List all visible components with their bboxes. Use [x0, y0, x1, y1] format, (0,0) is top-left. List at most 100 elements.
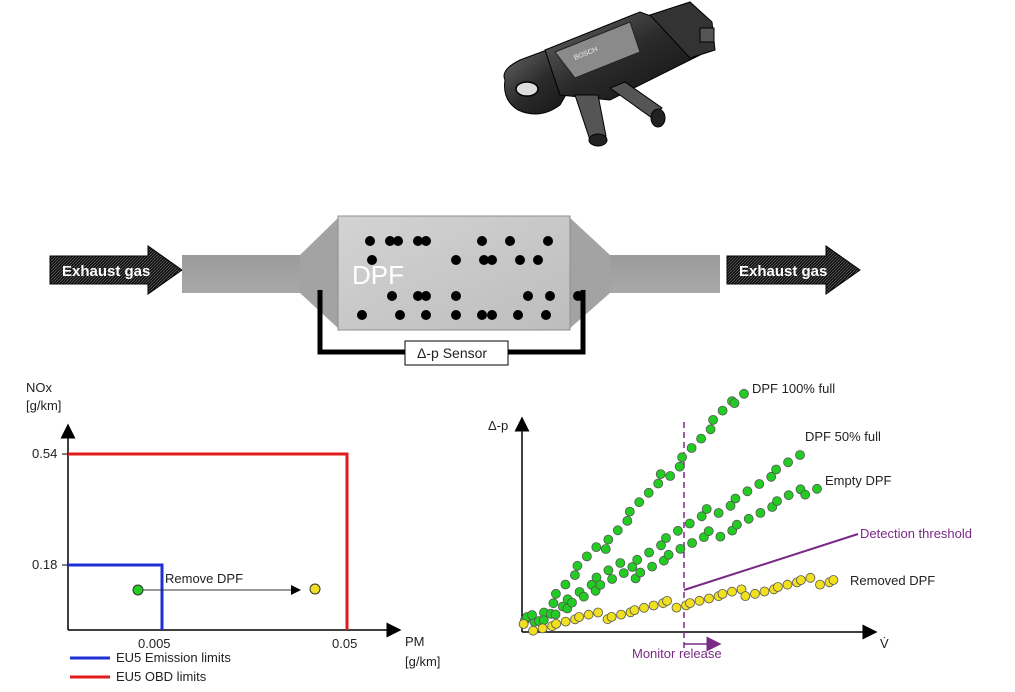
- scatter-point-removed: [750, 588, 760, 599]
- scatter-point-100-full: [600, 544, 611, 554]
- sensor-tubing: [317, 290, 586, 355]
- dp-axis-label: Δ-p: [488, 418, 508, 433]
- scatter-point-50-full: [615, 558, 626, 568]
- soot-particle: [451, 310, 461, 320]
- detection-threshold-line: [683, 533, 859, 591]
- y-axis-title: NOx: [26, 380, 53, 395]
- dpf-schematic: Exhaust gas DPF Exhaust gas Δ-p Sensor: [49, 215, 861, 366]
- scatter-point-removed: [782, 579, 793, 590]
- monitor-release-label: Monitor release: [632, 646, 722, 661]
- scatter-point-removed: [629, 605, 640, 615]
- soot-particle: [487, 255, 497, 265]
- soot-particle: [505, 236, 515, 246]
- scatter-point-empty: [567, 597, 577, 608]
- scatter-point-empty: [618, 568, 629, 578]
- scatter-point-100-full: [677, 452, 687, 463]
- scatter-point-100-full: [548, 598, 559, 609]
- scatter-point-100-full: [729, 398, 740, 409]
- dpf-label: DPF: [352, 260, 404, 290]
- scatter-point-50-full: [742, 486, 753, 497]
- scatter-point-empty: [812, 483, 822, 494]
- remove-dpf-label: Remove DPF: [165, 571, 243, 586]
- green-dot-marker: [132, 584, 144, 596]
- soot-particle: [385, 236, 395, 246]
- scatter-point-empty: [732, 519, 742, 530]
- soot-particle: [541, 310, 551, 320]
- scatter-point-removed: [606, 612, 617, 622]
- y-axis-unit: [g/km]: [26, 398, 61, 413]
- scatter-point-empty: [663, 549, 674, 560]
- scatter-point-removed: [551, 619, 561, 629]
- scatter-point-empty: [800, 489, 811, 500]
- scatter-point-empty: [743, 513, 754, 524]
- x-tick-label-0005: 0.005: [138, 636, 171, 651]
- scatter-point-50-full: [684, 518, 695, 529]
- series-label-50-full: DPF 50% full: [805, 429, 881, 444]
- exhaust-outlet-label: Exhaust gas: [739, 263, 827, 280]
- emission-limit-line: [68, 563, 164, 630]
- scatter-point-empty: [783, 490, 794, 501]
- scatter-point-100-full: [570, 570, 580, 580]
- obd-limit-line: [68, 452, 349, 630]
- scatter-point-50-full: [673, 525, 683, 536]
- scatter-point-removed: [773, 582, 783, 592]
- soot-particle: [367, 255, 377, 265]
- scatter-point-empty: [647, 561, 657, 572]
- scatter-point-100-full: [708, 414, 718, 425]
- scatter-point-removed: [574, 612, 584, 622]
- soot-particle: [523, 291, 533, 301]
- scatter-point-50-full: [632, 554, 643, 565]
- soot-particle: [421, 291, 431, 301]
- y-tick-label-054: 0.54: [32, 446, 57, 461]
- scatter-point-50-full: [627, 562, 638, 572]
- scatter-point-empty: [703, 526, 714, 537]
- soot-particle: [393, 236, 403, 246]
- scatter-point-50-full: [783, 457, 793, 468]
- scatter-point-100-full: [560, 579, 571, 590]
- soot-particle: [479, 255, 489, 265]
- scatter-point-100-full: [705, 424, 716, 435]
- inlet-pipe: [182, 255, 312, 293]
- scatter-point-empty: [635, 567, 646, 578]
- scatter-point-50-full: [696, 511, 707, 522]
- scatter-point-removed: [796, 575, 806, 585]
- scatter-points: [518, 388, 839, 636]
- soot-particle: [513, 310, 523, 320]
- y-tick-label-018: 0.18: [32, 557, 57, 572]
- soot-particle: [413, 236, 423, 246]
- scatter-point-100-full: [612, 525, 623, 536]
- scatter-point-removed: [704, 593, 714, 604]
- scatter-point-removed: [593, 607, 603, 618]
- soot-particle: [365, 236, 375, 246]
- inlet-cone: [300, 216, 340, 330]
- soot-particle: [451, 291, 461, 301]
- scatter-point-removed: [671, 602, 682, 613]
- scatter-point-50-full: [730, 493, 741, 504]
- scatter-point-50-full: [644, 547, 654, 558]
- scatter-point-100-full: [665, 471, 676, 481]
- soot-particle: [477, 310, 487, 320]
- differential-pressure-chart: Δ-p V̇ Monitor release Detection thresho…: [488, 381, 972, 661]
- scatter-point-removed: [759, 586, 770, 597]
- scatter-point-removed: [727, 586, 737, 597]
- soot-particle: [487, 310, 497, 320]
- soot-particles: [357, 236, 583, 320]
- scatter-point-100-full: [717, 405, 728, 416]
- scatter-point-100-full: [622, 516, 633, 526]
- soot-particle: [387, 291, 397, 301]
- series-label-removed: Removed DPF: [850, 573, 935, 588]
- soot-particle: [515, 255, 525, 265]
- scatter-point-50-full: [725, 500, 736, 511]
- exhaust-inlet-arrow: Exhaust gas: [49, 245, 183, 295]
- scatter-point-empty: [715, 531, 726, 542]
- dp-sensor-label: Δ-p Sensor: [417, 345, 487, 361]
- x-axis-unit: [g/km]: [405, 654, 440, 669]
- x-axis-title: PM: [405, 634, 425, 649]
- exhaust-inlet-label: Exhaust gas: [62, 263, 150, 280]
- scatter-point-100-full: [603, 534, 614, 545]
- soot-particle: [421, 310, 431, 320]
- scatter-point-100-full: [655, 469, 666, 480]
- scatter-point-empty: [687, 538, 697, 548]
- scatter-point-50-full: [701, 504, 712, 514]
